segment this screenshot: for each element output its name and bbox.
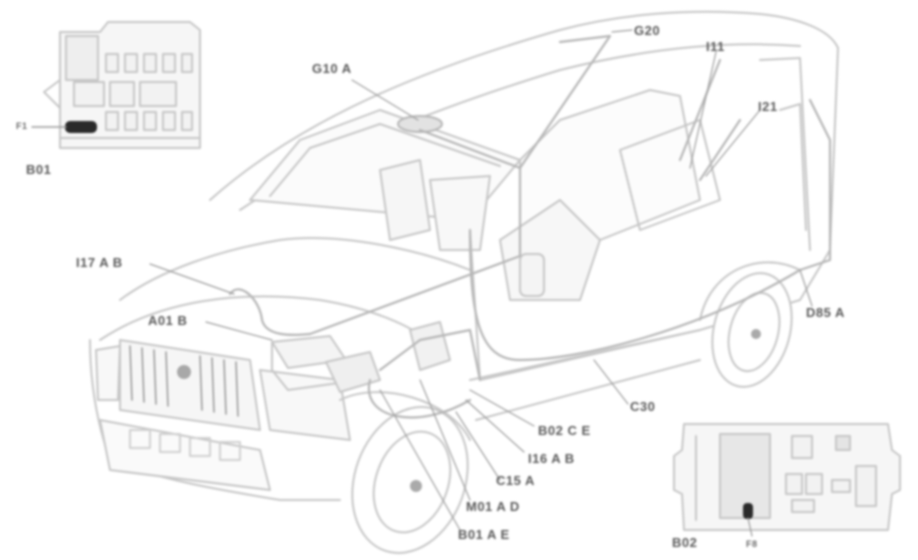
label-i16-a-b: I16 A B (528, 451, 575, 466)
label-i21: I21 (758, 99, 778, 114)
label-b01-a-e: B01 A E (458, 527, 510, 542)
label-g10-a: G10 A (312, 61, 352, 76)
fuse-box-b02-inset (673, 423, 901, 537)
van-body (89, 10, 839, 554)
label-b02-fuse-pointer: F8 (746, 539, 758, 549)
leader-lines (149, 29, 813, 531)
label-b01-fuse-box: B01 (26, 162, 52, 177)
label-i17-a-b: I17 A B (76, 255, 123, 270)
label-i11: I11 (706, 39, 725, 54)
fuse-box-b01-inset (31, 21, 201, 149)
label-b02-fuse-box: B02 (672, 535, 698, 550)
label-d85-a: D85 A (806, 305, 845, 320)
label-c30: C30 (630, 399, 656, 414)
engine-components (271, 115, 545, 393)
label-a01-b: A01 B (148, 313, 188, 328)
label-b01-fuse-pointer: F1 (16, 121, 28, 131)
label-c15-a: C15 A (496, 473, 535, 488)
wiring-harness (228, 34, 832, 419)
label-b02-c-e: B02 C E (538, 423, 591, 438)
label-m01-a-d: M01 A D (466, 499, 520, 514)
label-g20: G20 (634, 23, 661, 38)
